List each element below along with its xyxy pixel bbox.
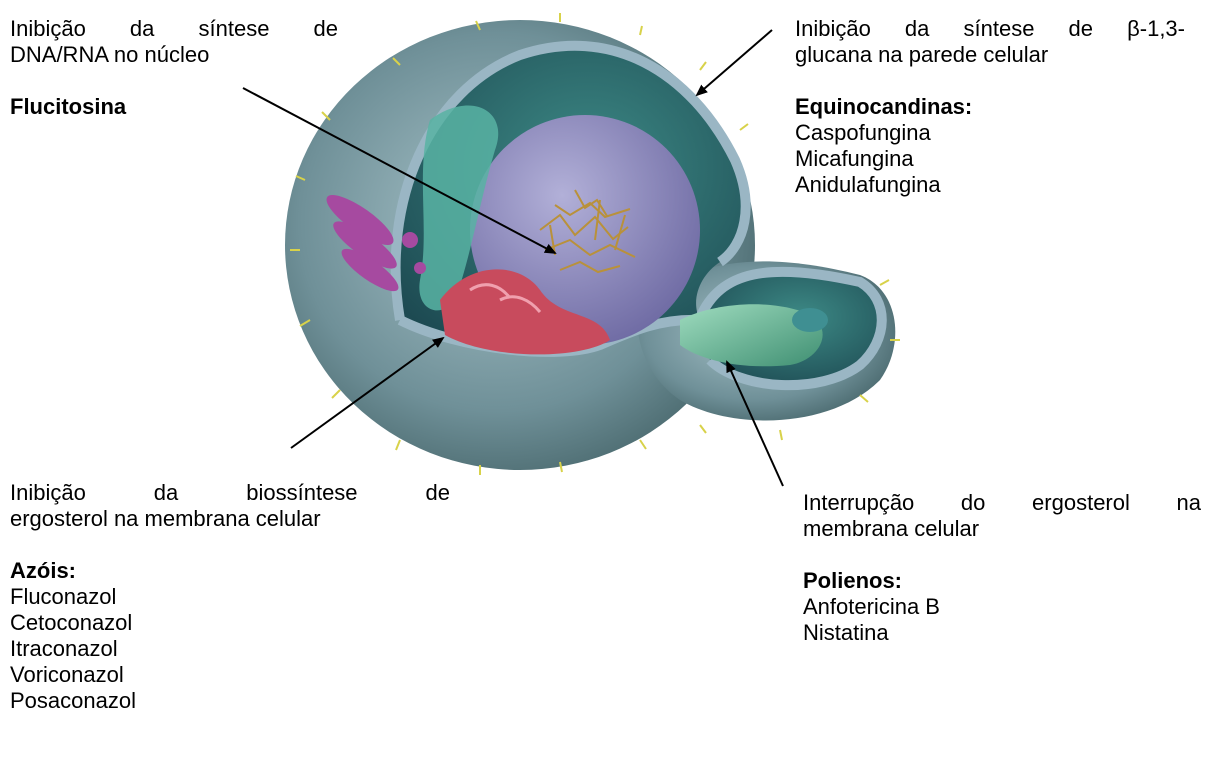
biosynthesis-drug: Posaconazol (10, 688, 450, 714)
cell-wall-description-line-1: Inibição da síntese de β-1,3- (795, 16, 1185, 42)
biosynthesis-drug: Voriconazol (10, 662, 450, 688)
cell-wall-drug: Micafungina (795, 146, 1185, 172)
cell-wall-drug: Anidulafungina (795, 172, 1185, 198)
disruption-description-line-2: membrana celular (803, 516, 1201, 542)
biosynthesis-description-line-2: ergosterol na membrana celular (10, 506, 450, 532)
nucleus-drug-class: Flucitosina (10, 94, 338, 120)
disruption-description-line-1: Interrupção do ergosterol na (803, 490, 1201, 516)
biosynthesis-drug: Cetoconazol (10, 610, 450, 636)
nucleus-description-line-1: Inibição da síntese de (10, 16, 338, 42)
biosynthesis-drug-class: Azóis: (10, 558, 450, 584)
arrow-membrane-biosynthesis (291, 338, 443, 448)
biosynthesis-drug: Itraconazol (10, 636, 450, 662)
nucleus-description-line-2: DNA/RNA no núcleo (10, 42, 338, 68)
arrow-cell-wall (697, 30, 772, 95)
biosynthesis-description-line-1: Inibição da biossíntese de (10, 480, 450, 506)
disruption-drug-class: Polienos: (803, 568, 1201, 594)
disruption-drug: Nistatina (803, 620, 1201, 646)
biosynthesis-drug: Fluconazol (10, 584, 450, 610)
annotation-membrane-disruption: Interrupção do ergosterol na membrana ce… (803, 490, 1201, 646)
cell-wall-drug-class: Equinocandinas: (795, 94, 1185, 120)
annotation-membrane-biosynthesis: Inibição da biossíntese de ergosterol na… (10, 480, 450, 714)
annotation-cell-wall: Inibição da síntese de β-1,3- glucana na… (795, 16, 1185, 198)
disruption-drug: Anfotericina B (803, 594, 1201, 620)
cell-wall-description-line-2: glucana na parede celular (795, 42, 1185, 68)
annotation-nucleus: Inibição da síntese de DNA/RNA no núcleo… (10, 16, 338, 120)
cell-wall-drug: Caspofungina (795, 120, 1185, 146)
arrow-membrane-disruption (727, 362, 783, 486)
